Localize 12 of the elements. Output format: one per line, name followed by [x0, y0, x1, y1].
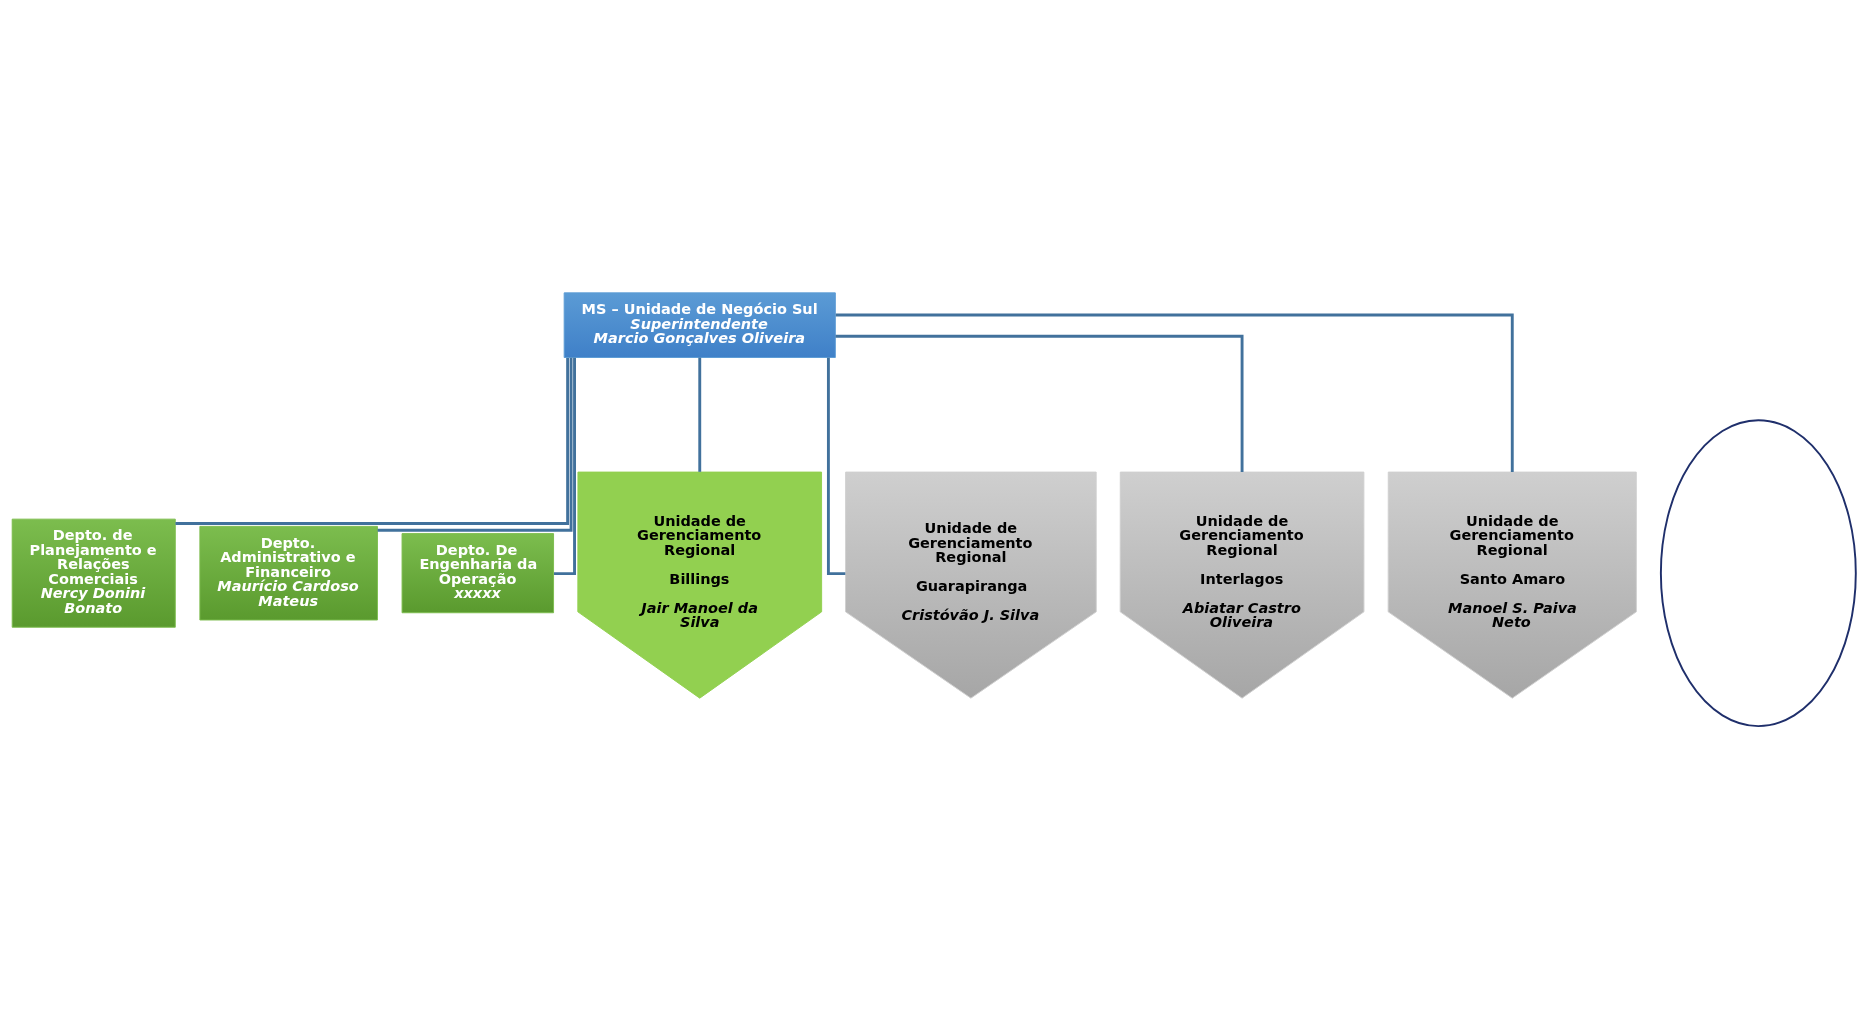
connector	[377, 357, 573, 532]
node-box: MS – Unidade de Negócio Sul Superintendente Marcio Gonçalves Oliveira	[563, 292, 836, 358]
node-box: Depto. Administrativo e Financeiro Maurício Cardoso Mateus	[199, 525, 378, 621]
connector	[175, 357, 570, 525]
connector	[835, 334, 1244, 473]
connector	[826, 357, 846, 576]
connector	[698, 357, 702, 472]
node-ellipse	[1659, 419, 1857, 728]
node-box: Depto. de Planejamento e Relações Comerciais Nercy Donini Bonato	[11, 518, 176, 628]
connector	[835, 313, 1514, 472]
node-box: Depto. De Engenharia da Operação xxxxx	[401, 533, 555, 614]
connector	[554, 357, 576, 576]
